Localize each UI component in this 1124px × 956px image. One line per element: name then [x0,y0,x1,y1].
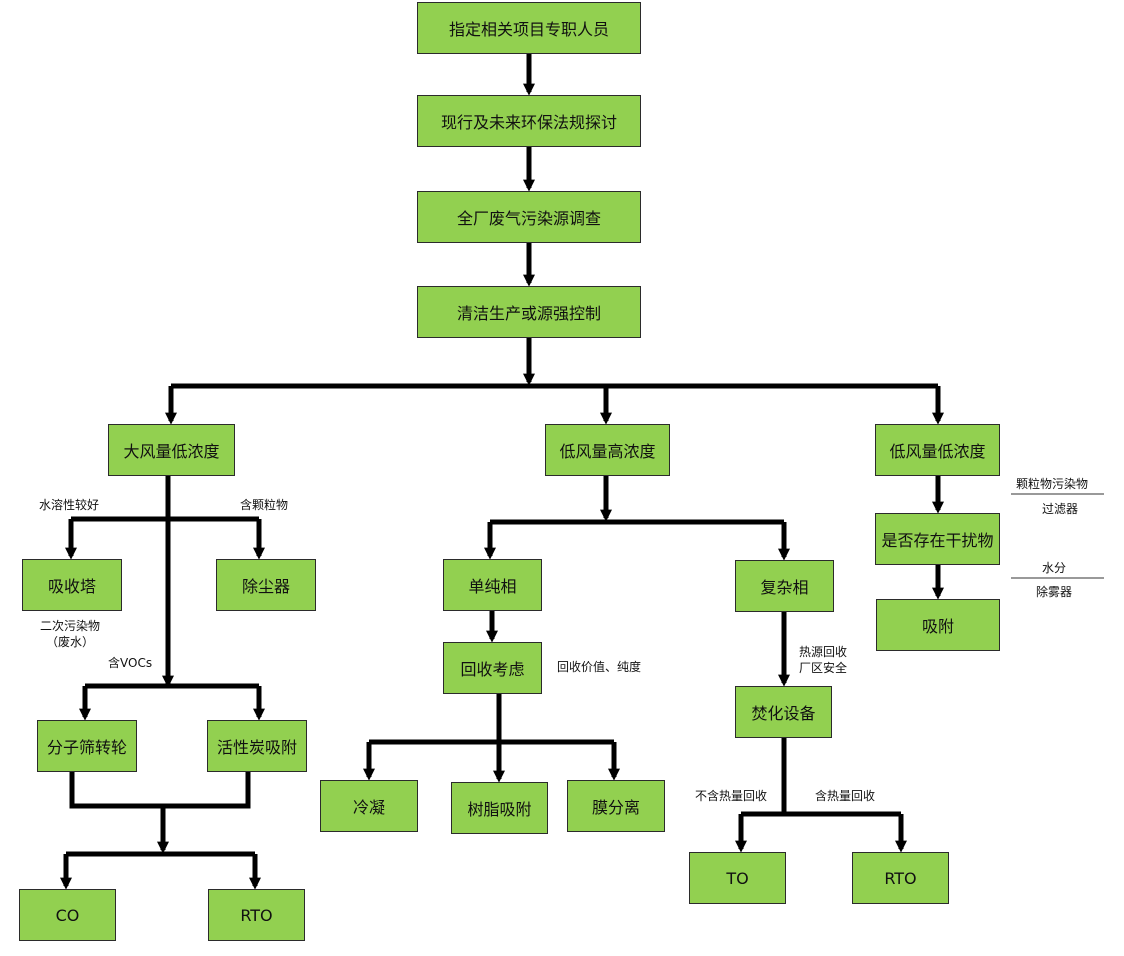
label-contains-vocs: 含VOCs [108,656,153,670]
node-co: CO [19,889,116,941]
node-low-air-high-conc: 低风量高浓度 [545,424,670,476]
node-complex-phase: 复杂相 [735,560,834,612]
label-no-heat-recovery: 不含热量回收 [695,789,768,803]
node-source-survey: 全厂废气污染源调查 [417,191,641,243]
node-rto-right: RTO [852,852,949,904]
node-clean-production: 清洁生产或源强控制 [417,286,641,338]
node-large-air-low-conc: 大风量低浓度 [108,424,235,476]
node-to: TO [689,852,786,904]
connector-merge-left [69,772,251,809]
label-contains-particles: 含颗粒物 [240,498,289,512]
node-membrane-separation: 膜分离 [567,780,665,832]
node-adsorption: 吸附 [876,599,1000,651]
label-demister: 除雾器 [1036,585,1073,599]
node-single-phase: 单纯相 [443,559,542,611]
label-water-soluble: 水溶性较好 [39,498,100,512]
node-activated-carbon: 活性炭吸附 [207,720,307,772]
node-recovery-consideration: 回收考虑 [443,642,542,694]
label-with-heat-recovery: 含热量回收 [815,789,876,803]
label-waste-water: （废水） [45,635,94,649]
label-plant-safety: 厂区安全 [799,661,848,675]
node-absorption-tower: 吸收塔 [22,559,122,611]
label-moisture: 水分 [1042,561,1067,575]
node-assign-staff: 指定相关项目专职人员 [417,2,641,54]
node-dust-collector: 除尘器 [216,559,316,611]
node-interference-check: 是否存在干扰物 [875,513,1000,565]
label-recovery-value: 回收价值、纯度 [557,660,642,674]
node-rto-left: RTO [208,889,305,941]
node-incineration: 焚化设备 [735,686,832,738]
label-secondary-pollutant: 二次污染物 [39,619,100,633]
node-resin-adsorption: 树脂吸附 [451,782,548,834]
label-heat-recovery: 热源回收 [799,645,848,659]
node-low-air-low-conc: 低风量低浓度 [875,424,1000,476]
label-filter: 过滤器 [1042,502,1079,516]
label-particle-pollutant: 颗粒物污染物 [1016,477,1089,491]
node-molecular-sieve: 分子筛转轮 [37,720,137,772]
node-regulations: 现行及未来环保法规探讨 [417,95,641,147]
node-condensation: 冷凝 [320,780,418,832]
